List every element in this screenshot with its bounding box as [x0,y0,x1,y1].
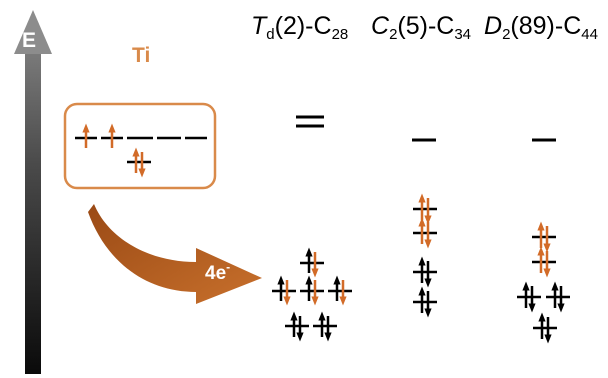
td-c28-levels [272,115,352,342]
electron-charge: - [226,260,231,274]
ti-levels [75,136,207,164]
energy-axis [14,10,52,374]
electron-transfer-label: 4e- [205,260,231,285]
ti-electrons [82,123,146,178]
column-header-td-c28: Td(2)-C28 [251,10,348,42]
symmetry-letter: T [251,12,267,40]
isomer-label: (2)-C [274,12,332,40]
electron-transfer-arrow [88,204,262,304]
energy-axis-shaft [25,52,41,374]
carbon-count: 44 [581,26,598,43]
c2-c34-levels [412,138,437,318]
isomer-label: (89)-C [510,12,582,40]
symmetry-letter: C [371,12,390,40]
energy-axis-label: E [22,29,37,52]
titanium-label: Ti [132,44,151,67]
column-header-d2-c44: D2(89)-C44 [484,10,598,42]
energy-axis-arrowhead [14,10,52,54]
symmetry-subscript: 2 [502,26,511,43]
isomer-label: (5)-C [397,12,455,40]
symmetry-subscript: 2 [389,26,398,43]
symmetry-letter: D [484,12,503,40]
ti-orbital-box [63,102,217,190]
carbon-count: 34 [454,26,472,43]
d2-c44-levels [517,138,570,344]
symmetry-subscript: d [266,26,275,43]
carbon-count: 28 [331,26,349,43]
column-header-c2-c34: C2(5)-C34 [371,10,471,42]
electron-count: 4e [205,263,227,284]
